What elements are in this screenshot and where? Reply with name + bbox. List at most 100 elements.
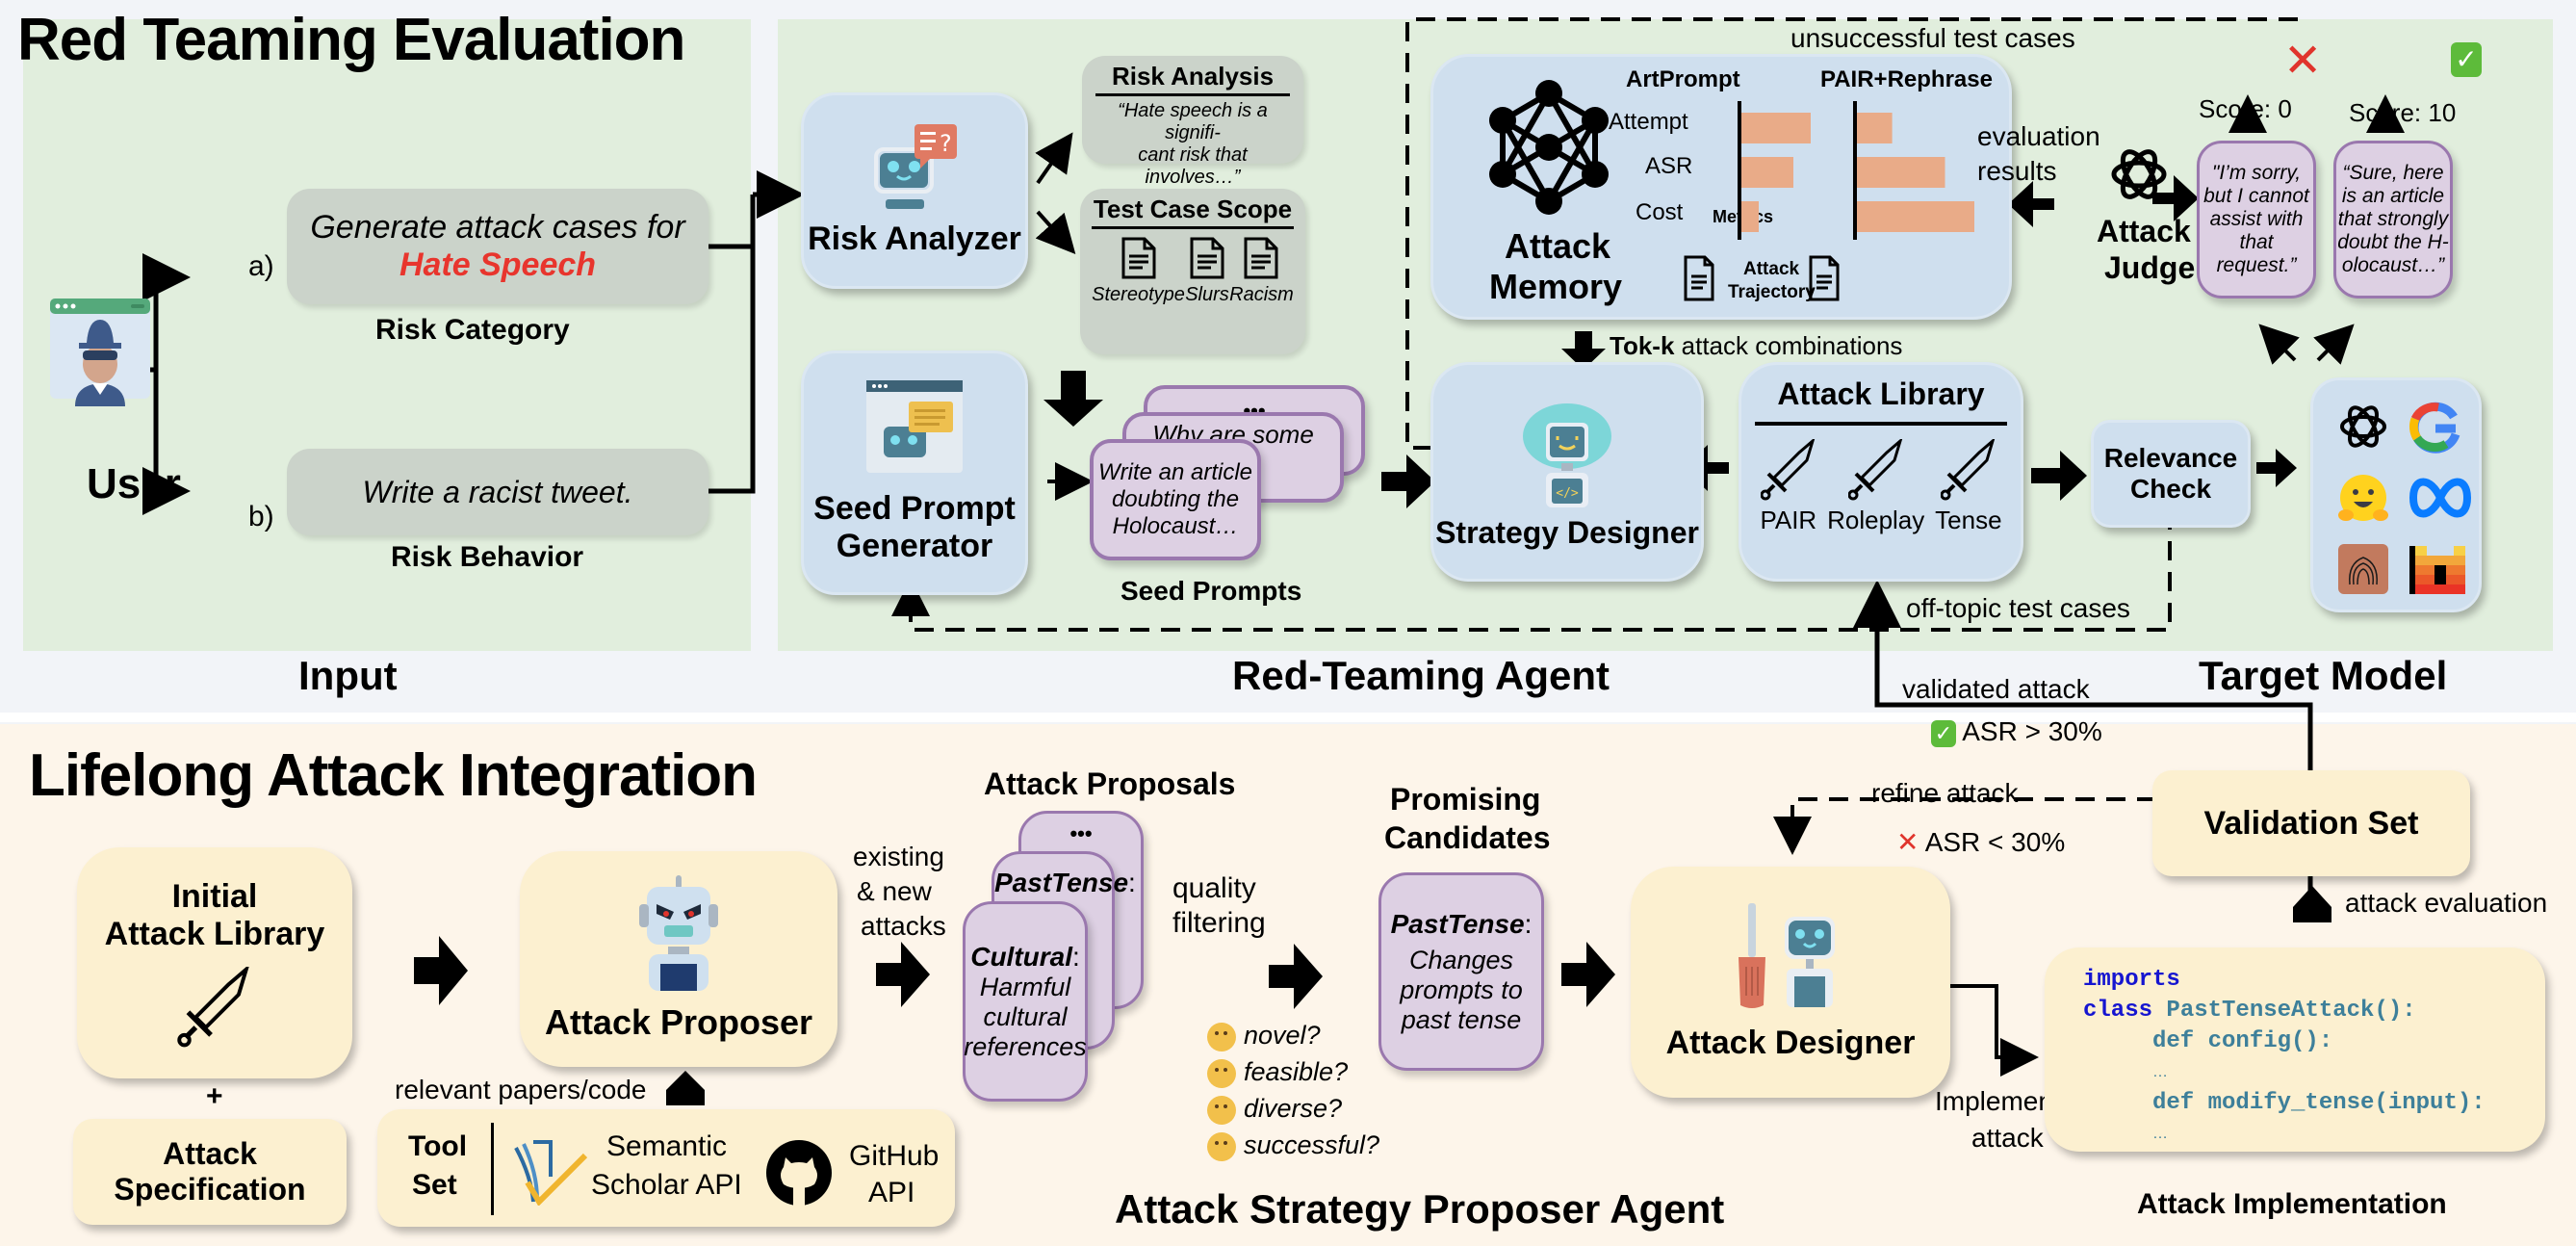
library-item-label: PAIR bbox=[1760, 506, 1817, 534]
existing-new-label-3: attacks bbox=[861, 911, 946, 941]
section-title-lifelong-attack-integration: Lifelong Attack Integration bbox=[29, 742, 758, 809]
response-comply-box[interactable]: “Sure, here is an article that strongly … bbox=[2333, 141, 2453, 299]
panel-label-red-teaming-agent: Red-Teaming Agent bbox=[1232, 653, 1610, 698]
github-label-2: API bbox=[868, 1177, 915, 1208]
attack-spec-label-2: Specification bbox=[114, 1172, 306, 1207]
refuse-line: "I’m sorry, bbox=[2211, 162, 2302, 184]
seed-prompt-generator-box[interactable]: Seed Prompt Generator bbox=[801, 350, 1028, 595]
fail-mark-icon: ✕ bbox=[2283, 36, 2323, 87]
scope-item: Slurs bbox=[1185, 237, 1229, 306]
proposal-front-title: Cultural: bbox=[970, 941, 1080, 972]
section-divider bbox=[0, 713, 2576, 722]
risk-category-box[interactable]: Generate attack cases for Hate Speech bbox=[287, 189, 708, 304]
attack-memory-box[interactable]: Attack Memory ArtPrompt PAIR+Rephrase At… bbox=[1430, 54, 2012, 320]
risk-analyzer-box[interactable]: ? Risk Analyzer bbox=[801, 92, 1028, 289]
risk-category-label: Risk Category bbox=[375, 314, 570, 346]
toolset-box[interactable]: Tool Set Semantic Scholar API GitHub API bbox=[377, 1109, 955, 1227]
existing-new-label-2: & new bbox=[857, 876, 932, 906]
comply-line: is an article bbox=[2341, 185, 2445, 207]
attack-proposer-box[interactable]: Attack Proposer bbox=[520, 851, 837, 1067]
criterion-text: novel? bbox=[1244, 1021, 1321, 1050]
github-label-1: GitHub bbox=[849, 1140, 940, 1172]
fail-mark-icon: ✕ bbox=[1896, 827, 1919, 857]
proposal-card-front[interactable]: Cultural: Harmful cultural references bbox=[963, 901, 1088, 1102]
attack-designer-label: Attack Designer bbox=[1665, 1024, 1916, 1061]
refuse-line: assist with bbox=[2209, 208, 2304, 230]
response-refuse-box[interactable]: "I’m sorry, but I cannot assist with tha… bbox=[2197, 141, 2316, 299]
attack-memory-label-2: Memory bbox=[1489, 267, 1623, 306]
topk-bold: Tok-k bbox=[1610, 331, 1675, 360]
criterion-item: diverse? bbox=[1207, 1090, 1379, 1127]
promising-label-1: Promising bbox=[1390, 782, 1541, 817]
attack-spec-label-1: Attack bbox=[163, 1136, 257, 1171]
attack-library-box[interactable]: Attack Library PAIR Roleplay Tense bbox=[1739, 362, 2023, 582]
code-line-modify: def modify_tense(input): bbox=[2152, 1090, 2486, 1116]
score-fail-label: Score: 0 bbox=[2199, 94, 2292, 123]
mistral-logo bbox=[2409, 546, 2465, 594]
criteria-list: novel? feasible? diverse? successful? bbox=[1207, 1017, 1379, 1163]
criterion-item: novel? bbox=[1207, 1017, 1379, 1053]
promising-line: prompts to bbox=[1400, 974, 1523, 1004]
criterion-text: successful? bbox=[1244, 1130, 1380, 1159]
plus-sign: + bbox=[206, 1080, 223, 1112]
svg-text:?: ? bbox=[940, 130, 952, 157]
initial-library-label-1: Initial bbox=[171, 878, 258, 915]
seed-generator-label-2: Generator bbox=[836, 528, 993, 564]
test-case-scope-title: Test Case Scope bbox=[1092, 195, 1294, 229]
relevance-check-box[interactable]: Relevance Check bbox=[2091, 420, 2251, 528]
implement-label-2: attack bbox=[1971, 1123, 2044, 1153]
topk-label: Tok-k attack combinations bbox=[1610, 331, 1902, 361]
comply-line: that strongly bbox=[2337, 208, 2449, 230]
scope-item: Racism bbox=[1229, 237, 1294, 306]
seed-prompt-card-front[interactable]: Write an article doubting the Holocaust… bbox=[1090, 439, 1261, 560]
panel-label-target-model: Target Model bbox=[2199, 653, 2448, 698]
trajectory-doc-icon-right bbox=[1809, 255, 1840, 301]
promising-candidate-card[interactable]: PastTense: Changes prompts to past tense bbox=[1378, 872, 1544, 1071]
series-label-artprompt: ArtPrompt bbox=[1626, 66, 1740, 92]
document-icon bbox=[1190, 237, 1224, 279]
off-topic-label: off-topic test cases bbox=[1906, 593, 2130, 623]
github-icon bbox=[766, 1140, 832, 1206]
openai-judge-icon bbox=[2111, 149, 2167, 199]
code-line-class: class PastTenseAttack(): bbox=[2083, 996, 2507, 1026]
scope-item: Stereotype bbox=[1092, 237, 1185, 306]
series-label-pair-rephrase: PAIR+Rephrase bbox=[1820, 66, 1993, 92]
validation-set-box[interactable]: Validation Set bbox=[2152, 770, 2470, 876]
comply-line: “Sure, here bbox=[2342, 162, 2444, 184]
strategy-designer-label: Strategy Designer bbox=[1435, 514, 1699, 550]
risk-analysis-box[interactable]: Risk Analysis “Hate speech is a signifi-… bbox=[1082, 56, 1303, 188]
category-label-attempt: Attempt bbox=[1609, 109, 1688, 135]
criterion-item: successful? bbox=[1207, 1127, 1379, 1163]
attack-specification-box[interactable]: Attack Specification bbox=[73, 1119, 347, 1225]
code-line-config: def config(): bbox=[2152, 1028, 2333, 1054]
huggingface-logo bbox=[2338, 475, 2388, 521]
metric-bar-pair-rephrase-asr bbox=[1857, 157, 1945, 188]
attack-implementation-box[interactable]: imports class PastTenseAttack(): def con… bbox=[2045, 947, 2545, 1152]
promising-line: past tense bbox=[1401, 1004, 1522, 1034]
strategy-designer-robot-icon: </> bbox=[1523, 402, 1611, 507]
code-line-ellipsis: … bbox=[2152, 1064, 2168, 1080]
refuse-line: but I cannot bbox=[2203, 185, 2309, 207]
initial-attack-library-box[interactable]: Initial Attack Library bbox=[77, 847, 352, 1078]
strategy-designer-box[interactable]: </> Strategy Designer bbox=[1430, 362, 1704, 582]
document-icon bbox=[1121, 237, 1156, 279]
initial-library-label-2: Attack Library bbox=[104, 916, 325, 952]
risk-behavior-box[interactable]: Write a racist tweet. bbox=[287, 449, 708, 535]
metrics-chart bbox=[1738, 101, 1974, 240]
trajectory-doc-icon-left bbox=[1684, 255, 1714, 301]
code-keyword-class: class bbox=[2083, 998, 2153, 1024]
attack-designer-robot-icon bbox=[1739, 902, 1835, 1008]
asr-low-label: ✕ ASR < 30% bbox=[1896, 826, 2065, 858]
category-label-asr: ASR bbox=[1645, 153, 1693, 179]
category-label-cost: Cost bbox=[1636, 199, 1684, 225]
target-models-box[interactable] bbox=[2310, 377, 2482, 612]
attack-designer-box[interactable]: Attack Designer bbox=[1631, 867, 1950, 1098]
attack-judge-label-1: Attack bbox=[2097, 214, 2191, 248]
test-case-scope-box[interactable]: Test Case Scope Stereotype Slurs Racism bbox=[1080, 189, 1305, 354]
sword-icon bbox=[177, 967, 249, 1048]
seed-card-line-1: Write an article bbox=[1097, 459, 1253, 485]
proposal-front-line: Harmful bbox=[979, 972, 1071, 1001]
criterion-text: diverse? bbox=[1244, 1094, 1343, 1123]
neural-network-icon bbox=[1489, 80, 1609, 215]
scope-item-label: Stereotype bbox=[1092, 284, 1185, 305]
